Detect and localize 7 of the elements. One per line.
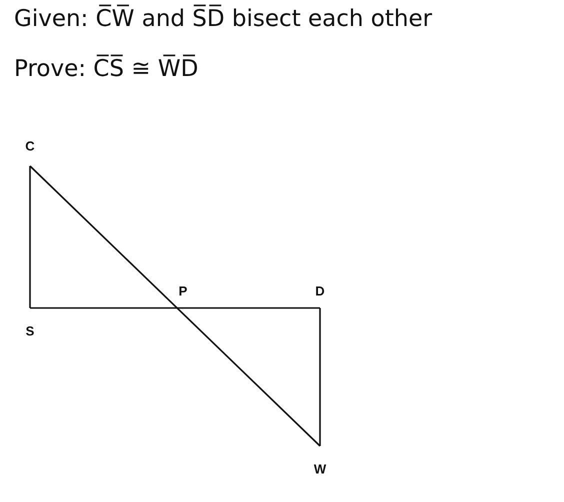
point-label: P [178, 284, 188, 298]
point-label: W [314, 462, 326, 476]
given-statement: Given: C̅W̅ and S̅D̅ bisect each other [14, 6, 432, 32]
point-label: S [26, 324, 34, 338]
point-label: C [25, 138, 35, 154]
prove-statement: Prove: C̅S̅ ≅ W̅D̅ [14, 56, 198, 82]
point-label: D [315, 284, 325, 298]
